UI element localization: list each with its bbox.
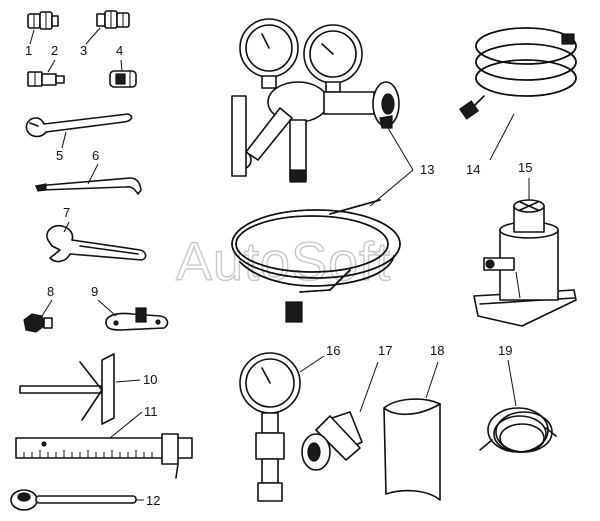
label-8: 8 xyxy=(47,284,54,299)
label-14: 14 xyxy=(466,162,480,177)
part-5-hook-spanner xyxy=(25,113,133,138)
part-8-nut xyxy=(23,313,53,333)
label-11: 11 xyxy=(144,404,158,419)
label-16: 16 xyxy=(326,343,340,358)
part-10-t-gauge xyxy=(19,353,115,425)
part-1-union-fitting xyxy=(27,11,59,30)
leader-19 xyxy=(507,359,517,407)
label-4: 4 xyxy=(116,43,123,58)
leader-9 xyxy=(97,299,117,317)
part-4-cap-nut xyxy=(109,70,137,88)
label-15: 15 xyxy=(518,160,532,175)
leader-17 xyxy=(359,361,379,413)
part-13-hose-coil xyxy=(231,199,401,323)
part-6-scraper xyxy=(35,177,142,195)
label-7: 7 xyxy=(63,205,70,220)
leader-7 xyxy=(63,221,70,233)
part-13-pressure-regulator xyxy=(231,18,400,183)
leader-2 xyxy=(47,59,56,73)
label-19: 19 xyxy=(498,343,512,358)
part-7-open-end-wrench xyxy=(46,224,147,263)
leader-10 xyxy=(115,379,141,383)
label-12: 12 xyxy=(146,493,160,508)
part-14-coiled-tube xyxy=(458,27,577,120)
leader-5 xyxy=(61,131,67,149)
leader-6 xyxy=(87,163,99,185)
leader-18 xyxy=(425,361,439,399)
label-2: 2 xyxy=(51,43,58,58)
label-13: 13 xyxy=(420,162,434,177)
leader-13 xyxy=(369,127,414,207)
leader-3 xyxy=(85,27,101,45)
part-12-socket-wrench xyxy=(10,489,137,511)
label-1: 1 xyxy=(25,43,32,58)
leader-11 xyxy=(109,411,143,439)
part-15-hydraulic-jack xyxy=(473,199,577,327)
label-18: 18 xyxy=(430,343,444,358)
leader-4 xyxy=(120,59,123,72)
part-19-wire-coil xyxy=(479,407,557,453)
part-11-caliper xyxy=(15,433,193,479)
part-2-nipple xyxy=(27,71,65,87)
part-16-pressure-gauge xyxy=(239,352,301,502)
leader-1 xyxy=(29,29,35,45)
leader-14 xyxy=(489,113,515,161)
label-6: 6 xyxy=(92,148,99,163)
label-5: 5 xyxy=(56,148,63,163)
label-17: 17 xyxy=(378,343,392,358)
part-18-curved-shield xyxy=(383,398,441,501)
leader-16 xyxy=(299,355,325,373)
label-9: 9 xyxy=(91,284,98,299)
label-10: 10 xyxy=(143,372,157,387)
part-9-bracket-key xyxy=(105,307,169,331)
label-3: 3 xyxy=(80,43,87,58)
leader-8 xyxy=(41,299,53,317)
part-3-union-fitting xyxy=(96,10,130,29)
part-17-nozzle xyxy=(301,411,363,471)
